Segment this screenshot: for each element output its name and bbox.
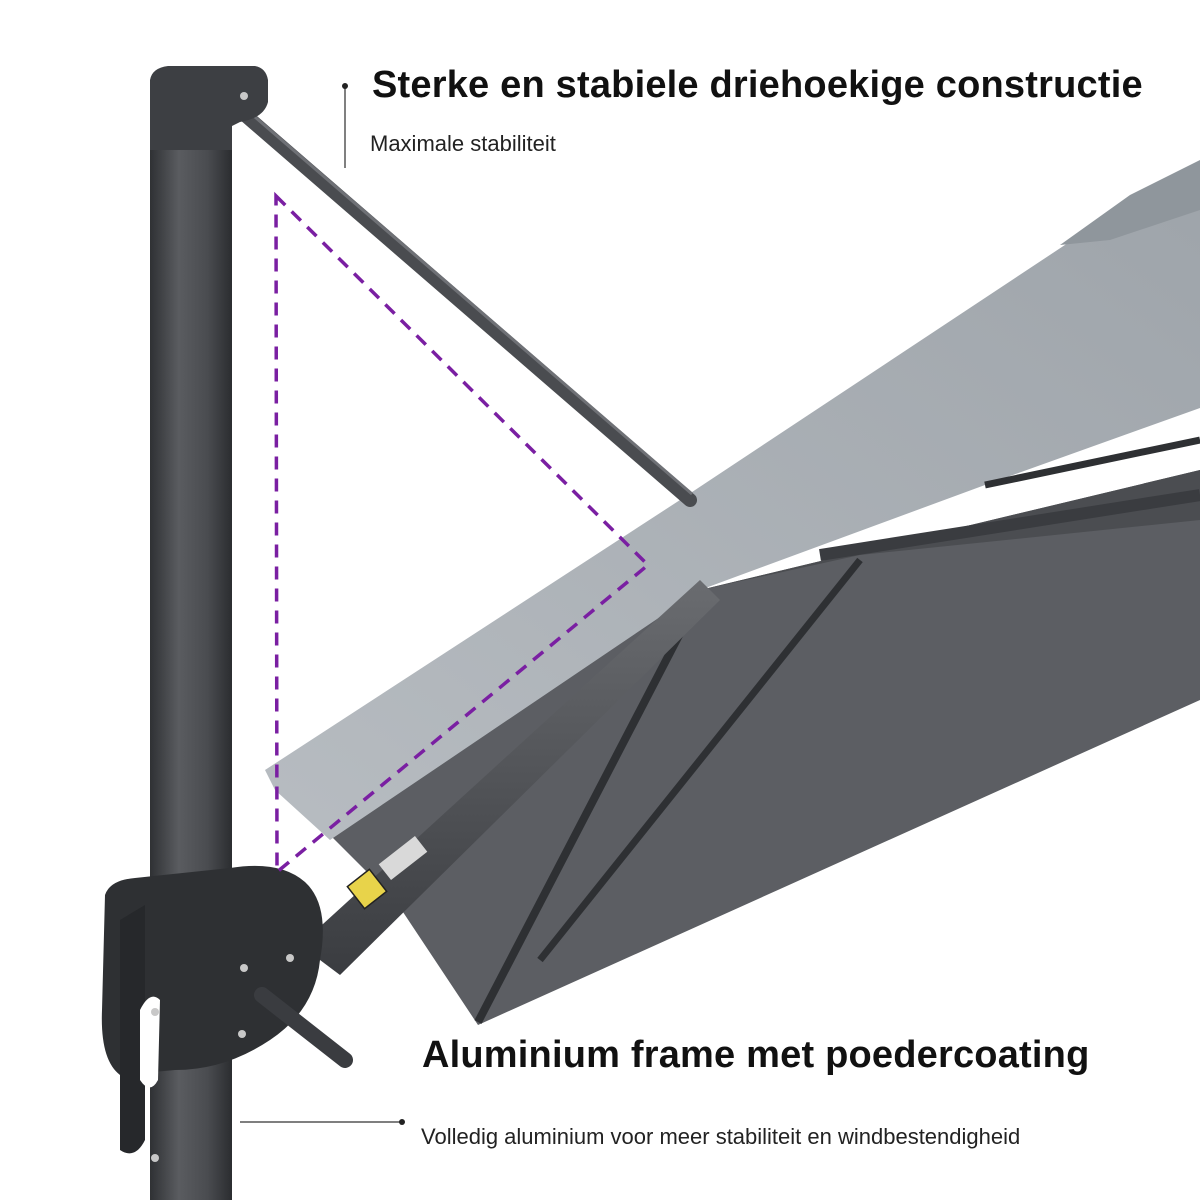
warning-sticker — [346, 868, 388, 910]
feature-subtitle-triangle: Maximale stabiliteit — [370, 131, 556, 156]
screw — [238, 1030, 246, 1038]
feature-title-triangle: Sterke en stabiele driehoekige construct… — [372, 64, 1143, 106]
main-arm — [300, 580, 720, 975]
pivot-housing-grip — [120, 905, 145, 1154]
leader-dot-top — [342, 83, 348, 89]
leader-dot-bottom — [399, 1119, 405, 1125]
canopy-rib — [537, 557, 863, 963]
feature-subtitle-aluminium: Volledig aluminium voor meer stabiliteit… — [421, 1124, 1021, 1149]
screw — [240, 92, 248, 100]
pole-top-cap — [150, 66, 268, 150]
support-strut-highlight — [247, 109, 693, 496]
canopy-rib — [819, 489, 1200, 561]
canopy-rib — [474, 593, 704, 1024]
screw — [286, 954, 294, 962]
canopy-top — [265, 175, 1200, 840]
canopy-vent — [1060, 160, 1200, 245]
canopy-underside — [275, 470, 1200, 1025]
screw — [240, 964, 248, 972]
tilt-handle — [254, 987, 353, 1068]
triangle-outline — [274, 191, 651, 876]
screw — [151, 1154, 159, 1162]
feature-title-aluminium: Aluminium frame met poedercoating — [422, 1034, 1090, 1076]
screw — [151, 1008, 159, 1016]
support-strut — [238, 108, 697, 507]
instruction-sticker — [378, 835, 428, 881]
grip-hole — [140, 996, 160, 1088]
canopy-rib — [984, 436, 1200, 489]
